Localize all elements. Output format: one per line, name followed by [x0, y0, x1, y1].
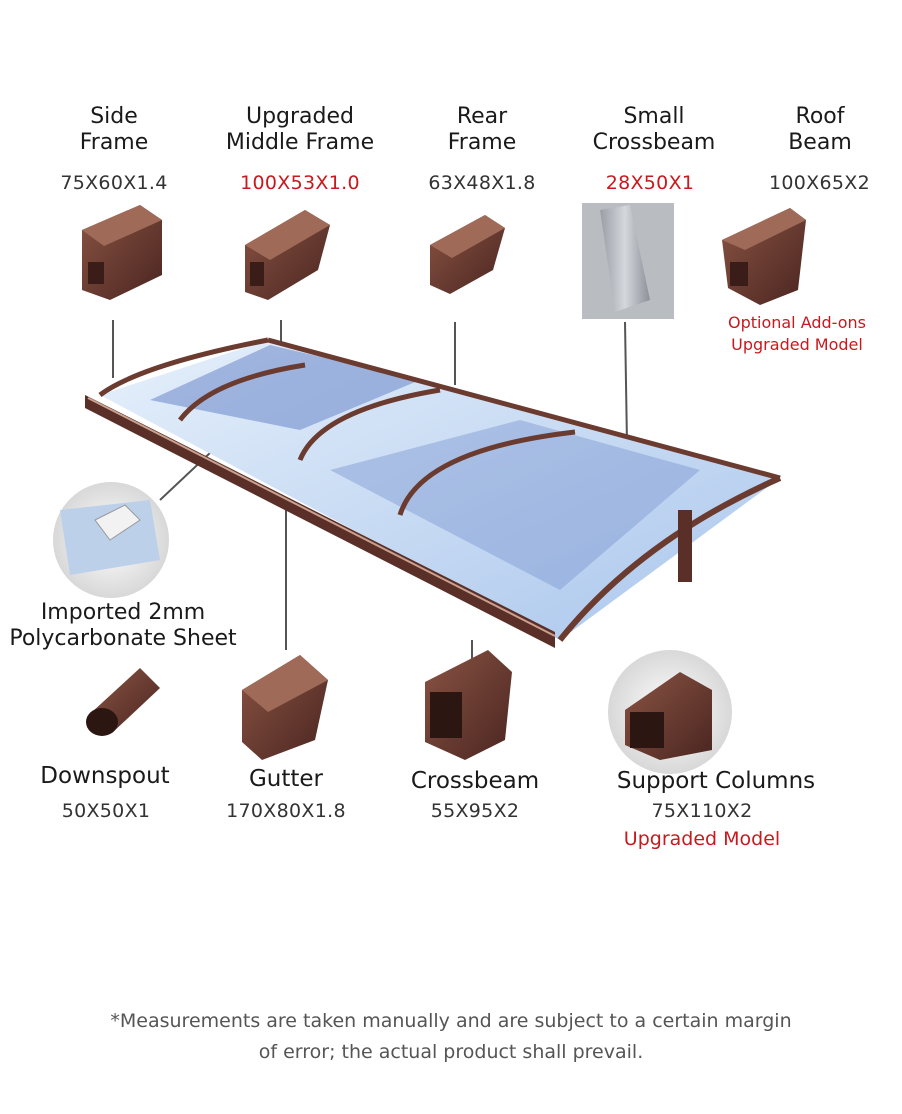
- support-columns-dim: 75X110X2: [651, 800, 753, 822]
- crossbeam-profile: [425, 650, 512, 760]
- polycarbonate-closeup: [53, 482, 169, 598]
- roof-beam-dim: 100X65X2: [769, 172, 870, 194]
- canopy-body: [85, 337, 782, 648]
- gutter-dim: 170X80X1.8: [226, 800, 346, 822]
- small-crossbeam-photo: [582, 203, 674, 319]
- footnote: *Measurements are taken manually and are…: [110, 1010, 792, 1063]
- small-crossbeam-dim: 28X50X1: [605, 172, 695, 194]
- side-frame-dim: 75X60X1.4: [60, 172, 168, 194]
- rear-frame-dim: 63X48X1.8: [428, 172, 536, 194]
- downspout-title: Downspout: [40, 763, 170, 789]
- middle-frame-dim: 100X53X1.0: [240, 172, 360, 194]
- gutter-title: Gutter: [248, 766, 324, 792]
- rear-frame-profile: [430, 215, 505, 294]
- middle-frame-profile: [245, 210, 330, 300]
- downspout-dim: 50X50X1: [61, 800, 151, 822]
- support-column-closeup: [608, 650, 732, 774]
- gutter-profile: [242, 655, 328, 760]
- downspout-profile: [86, 668, 160, 736]
- crossbeam-title: Crossbeam: [410, 768, 540, 794]
- support-columns-note: Upgraded Model: [623, 828, 781, 850]
- crossbeam-dim: 55X95X2: [430, 800, 520, 822]
- roof-beam-profile: [722, 208, 806, 305]
- side-frame-profile: [82, 205, 162, 300]
- support-columns-title: Support Columns: [616, 768, 816, 794]
